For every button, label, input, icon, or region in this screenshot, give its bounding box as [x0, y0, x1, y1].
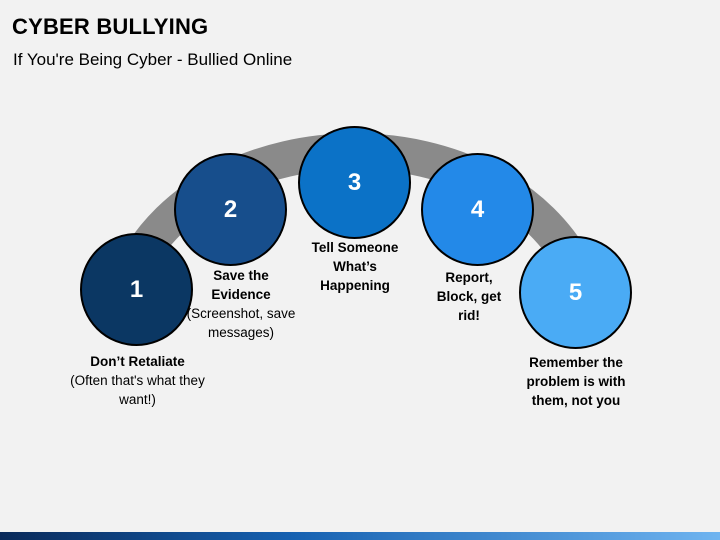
step-3-circle: 3	[298, 126, 411, 239]
step-1-title: Don’t Retaliate	[90, 354, 185, 369]
step-2-title: Save the Evidence	[211, 268, 271, 302]
page-subtitle: If You're Being Cyber - Bullied Online	[13, 50, 293, 69]
step-3-label: Tell Someone What’s Happening	[305, 238, 405, 295]
step-4-number: 4	[470, 195, 485, 223]
step-1-number: 1	[129, 275, 144, 303]
step-5-number: 5	[568, 278, 583, 306]
step-4-circle: 4	[421, 153, 534, 266]
step-5-circle: 5	[519, 236, 632, 349]
page-title: CYBER BULLYING	[12, 14, 209, 39]
step-2-circle: 2	[174, 153, 287, 266]
step-4-title: Report, Block, get rid!	[436, 270, 502, 323]
step-2-detail: (Screenshot, save messages)	[186, 306, 296, 340]
step-2-number: 2	[223, 195, 238, 223]
step-4-label: Report, Block, get rid!	[431, 268, 507, 325]
step-5-label: Remember the problem is with them, not y…	[522, 353, 630, 410]
step-1-circle: 1	[80, 233, 193, 346]
step-1-detail: (Often that's what they want!)	[70, 373, 205, 407]
step-3-number: 3	[347, 168, 362, 196]
step-5-title: Remember the problem is with them, not y…	[526, 355, 626, 408]
step-1-label: Don’t Retaliate (Often that's what they …	[70, 352, 205, 409]
bottom-accent-bar	[0, 532, 720, 540]
step-3-title: Tell Someone What’s Happening	[311, 240, 399, 293]
step-2-label: Save the Evidence (Screenshot, save mess…	[183, 266, 299, 342]
